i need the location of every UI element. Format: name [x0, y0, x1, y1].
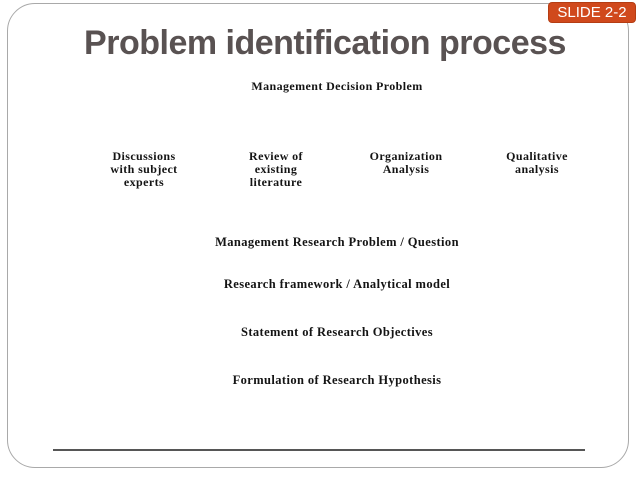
footer-divider-line [53, 449, 585, 451]
diagram-node-statement-of-research-objectives: Statement of Research Objectives [240, 325, 434, 339]
diagram-node-formulation-of-research-hypothesis: Formulation of Research Hypothesis [232, 373, 442, 387]
slide-border [7, 3, 629, 468]
slide-title: Problem identification process [84, 24, 566, 62]
slide-number-badge: SLIDE 2-2 [548, 2, 636, 23]
diagram-node-qualitative-analysis: Qualitative analysis [506, 149, 568, 176]
diagram-node-research-framework-analytical-model: Research framework / Analytical model [223, 277, 451, 291]
diagram-node-management-decision-problem: Management Decision Problem [251, 79, 423, 93]
diagram-node-review-of-existing-literature: Review of existing literature [249, 149, 303, 189]
diagram-node-organization-analysis: Organization Analysis [369, 149, 443, 176]
diagram-node-management-research-problem-question: Management Research Problem / Question [215, 235, 459, 249]
diagram-node-discussions-with-subject-experts: Discussions with subject experts [110, 149, 178, 189]
